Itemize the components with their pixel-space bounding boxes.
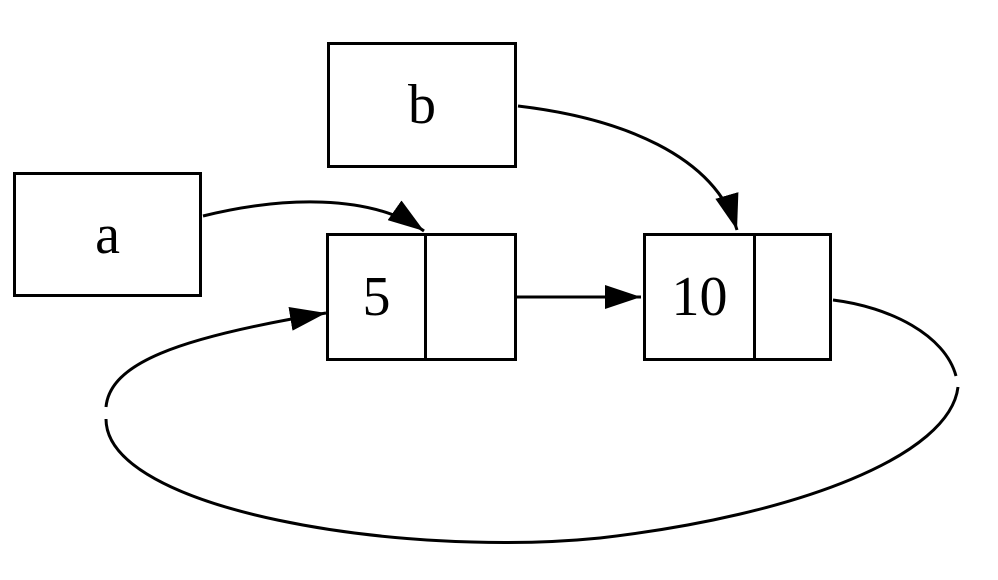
node-5-next-pointer-cell [427,236,514,358]
node-5-value-cell: 5 [329,236,427,358]
node-10-next-pointer-cell [756,236,829,358]
node-10-value-cell: 10 [646,236,756,358]
variable-b-label: b [408,74,436,136]
list-node-10: 10 [643,233,832,361]
edge-b-to-node10 [517,104,739,231]
edge-node10-next-to-node5-segment-3 [104,307,327,408]
variable-box-b: b [327,42,517,168]
edge-node10-next-to-node5-segment-2 [104,386,960,544]
list-node-5: 5 [326,233,517,361]
edge-a-to-node5 [202,200,425,233]
node-10-value: 10 [671,266,728,328]
variable-box-a: a [13,172,202,297]
variable-a-label: a [95,203,120,266]
node-5-value: 5 [362,266,391,328]
edge-node10-next-to-node5-segment-1 [832,298,958,377]
